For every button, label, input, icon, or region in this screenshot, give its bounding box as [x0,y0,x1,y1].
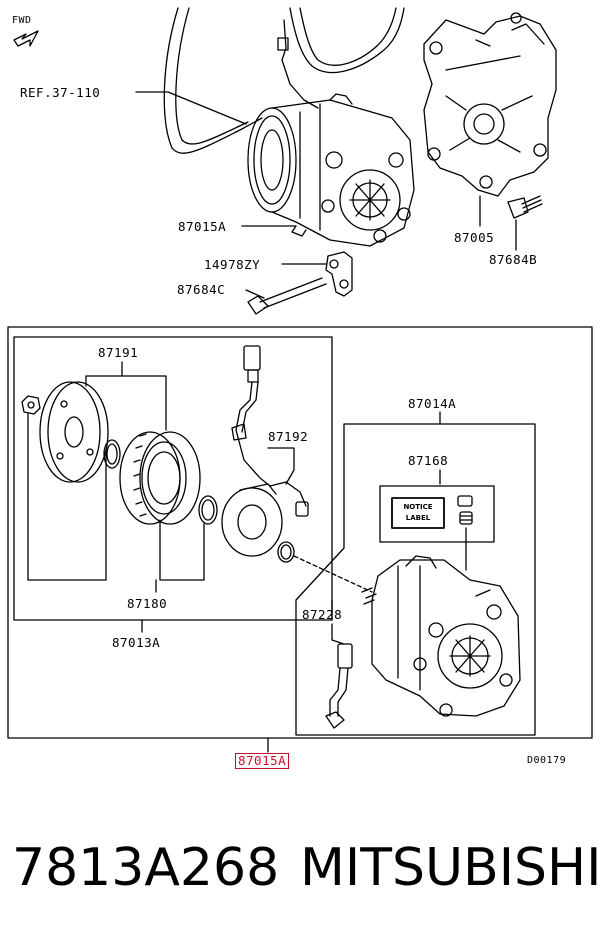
field-coil [221,483,283,557]
notice-line-1: NOTICE [403,503,433,511]
part-87014a[interactable]: 87014A [408,396,457,411]
fwd-arrow-icon [13,30,39,47]
leader-87684c [245,289,265,299]
drive-belt [163,7,405,154]
coil-wire [231,345,309,517]
part-87684b[interactable]: 87684B [489,252,538,267]
bolt-87684c [247,277,327,315]
notice-line-2: LABEL [405,514,431,522]
part-87168[interactable]: 87168 [408,453,449,468]
footer-part-number: 7813A268 [12,838,280,898]
kit-frame [7,326,593,739]
leader-87191 [85,361,167,431]
pressure-switch [325,643,353,729]
part-87013a[interactable]: 87013A [112,635,161,650]
ref-label: REF.37-110 [20,85,101,100]
leader-87192 [267,447,295,485]
mounting-bracket [423,12,557,197]
bracket-14978zy [325,251,353,297]
leader-87228 [331,623,345,645]
fwd-label: FWD [12,15,32,26]
part-87192[interactable]: 87192 [268,429,309,444]
rotor-pulley [119,431,201,525]
part-87015a-upper[interactable]: 87015A [178,219,227,234]
o-ring [277,541,295,563]
notice-label-card [391,497,445,529]
snap-ring-1 [103,439,121,469]
part-87180[interactable]: 87180 [127,596,168,611]
bolt-87684b [507,195,543,219]
armature-plate [39,381,109,483]
compressor-lower [361,555,521,717]
compressor-kit-frame [295,423,536,736]
part-87228[interactable]: 87228 [302,607,343,622]
leader-87180 [27,413,205,581]
ref-leader [135,91,247,125]
compressor-upper [247,19,415,247]
part-87684c[interactable]: 87684C [177,282,226,297]
clutch-kit-frame [13,336,333,621]
clutch-nut [21,395,41,415]
notice-label-text: NOTICE LABEL [392,502,444,524]
part-14978zy[interactable]: 14978ZY [204,257,261,272]
notice-label-box [379,485,495,543]
part-87191[interactable]: 87191 [98,345,139,360]
part-87005[interactable]: 87005 [454,230,495,245]
diagram-code: D00179 [527,755,567,766]
footer-brand: MITSUBISHI [300,838,600,898]
o-ring-dashed-leader [293,555,373,593]
highlighted-part-87015a[interactable]: 87015A [235,753,290,769]
snap-ring-2 [198,495,218,525]
valve-cap-icon [457,495,473,525]
